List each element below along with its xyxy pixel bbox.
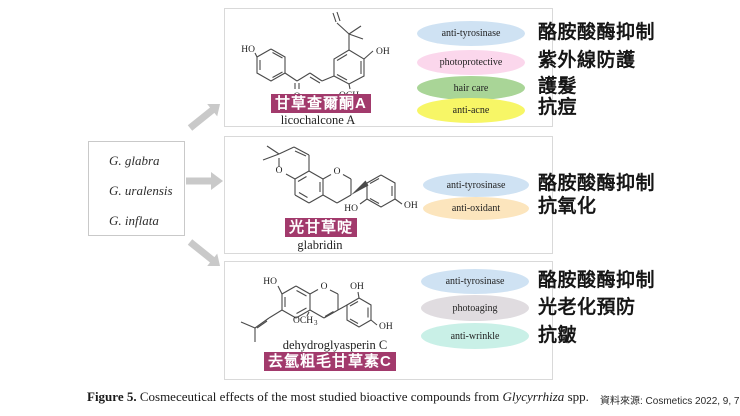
atom-label-oh: OH <box>376 47 390 57</box>
effect-zh-photoaging: 光老化預防 <box>538 297 636 318</box>
effect-zh-anti-oxidant: 抗氧化 <box>538 196 597 217</box>
compound-name-en: licochalcone A <box>280 113 356 127</box>
atom-label-ho: HO <box>344 204 358 214</box>
compound-name-en: dehydroglyasperin C <box>282 338 388 352</box>
atom-label-ho: HO <box>263 277 277 287</box>
bond-lines <box>262 145 403 208</box>
figure-caption: Figure 5. Cosmeceutical effects of the m… <box>87 389 589 405</box>
atom-label-oh-top: OH <box>350 282 364 292</box>
species-item: G. glabra <box>109 153 160 168</box>
effect-oval-anti-tyrosinase: anti-tyrosinase <box>417 21 525 46</box>
bond-lines <box>254 11 374 90</box>
arrow-down-right-icon <box>187 239 220 266</box>
effect-oval-photoprotective: photoprotective <box>417 50 525 75</box>
atom-label-o: O <box>321 282 328 292</box>
structure-licochalcone-a: HO O OH OCH 3 <box>241 11 390 102</box>
structure-dehydroglyasperin-c: HO O OCH 3 OH OH <box>240 277 393 342</box>
effect-oval-anti-tyrosinase: anti-tyrosinase <box>421 269 529 294</box>
atom-label-ho: HO <box>241 45 255 55</box>
compound-name-zh-highlight: 去氫粗毛甘草素C <box>264 352 396 371</box>
structure-glabridin: O O HO OH <box>262 145 418 214</box>
effect-zh-anti-tyrosinase: 酪胺酸酶抑制 <box>538 22 656 43</box>
effect-zh-photoprotective: 紫外線防護 <box>538 50 636 71</box>
compound-name-zh-highlight: 光甘草啶 <box>285 218 358 237</box>
arrow-up-right-icon <box>187 104 220 131</box>
atom-label-oh-bottom: OH <box>379 322 393 332</box>
effect-oval-anti-wrinkle: anti-wrinkle <box>421 323 529 349</box>
atom-label-och3-sub: 3 <box>314 319 318 327</box>
bond-lines <box>240 285 378 342</box>
effect-oval-anti-oxidant: anti-oxidant <box>423 197 529 220</box>
atom-label-o1: O <box>276 166 283 176</box>
effect-zh-anti-tyrosinase: 酪胺酸酶抑制 <box>538 173 656 194</box>
effect-zh-anti-acne: 抗痘 <box>538 97 578 118</box>
species-item: G. inflata <box>109 213 159 228</box>
effect-zh-anti-tyrosinase: 酪胺酸酶抑制 <box>538 270 656 291</box>
panel-dehydroglyasperin-c: HO O OCH 3 OH OH dehydroglyasperin C 去氫粗… <box>224 261 553 380</box>
species-box: G. glabra G. uralensis G. inflata <box>88 141 185 236</box>
atom-label-oh: OH <box>404 201 418 211</box>
caption-genus-italic: Glycyrrhiza <box>502 389 565 404</box>
caption-label: Figure 5. <box>87 389 137 404</box>
panel-licochalcone-a: HO O OH OCH 3 甘草查爾酮A licochalcone A anti… <box>224 8 553 127</box>
effect-zh-hair-care: 護髮 <box>538 76 578 97</box>
effect-oval-anti-tyrosinase: anti-tyrosinase <box>423 173 529 197</box>
caption-suffix: spp. <box>567 389 589 404</box>
caption-text: Cosmeceutical effects of the most studie… <box>139 389 500 404</box>
effect-oval-anti-acne: anti-acne <box>417 98 525 123</box>
effect-zh-anti-wrinkle: 抗皺 <box>538 325 578 346</box>
effect-oval-photoaging: photoaging <box>421 295 529 321</box>
atom-label-o2: O <box>334 167 341 177</box>
compound-name-zh-highlight: 甘草查爾酮A <box>271 94 371 113</box>
compound-name-en: glabridin <box>297 238 343 252</box>
panel-glabridin: O O HO OH 光甘草啶 glabridin anti-tyrosinase… <box>224 136 553 254</box>
effect-oval-hair-care: hair care <box>417 76 525 100</box>
atom-label-och3: OCH <box>293 316 313 326</box>
arrow-right-icon <box>186 172 223 190</box>
stereo-wedge-bond <box>351 180 369 195</box>
species-item: G. uralensis <box>109 183 173 198</box>
source-citation: 資料來源: Cosmetics 2022, 9, 7. <box>600 396 740 407</box>
